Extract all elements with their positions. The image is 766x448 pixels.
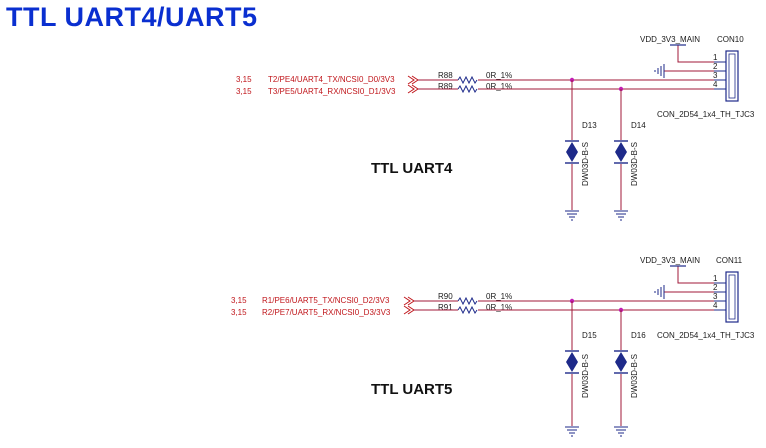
uart5-power-label: VDD_3V3_MAIN	[640, 256, 700, 265]
uart4-rx-sheet-ref: 3,15	[236, 87, 252, 96]
d16-value: DW03D-B-S	[630, 354, 639, 398]
r89-value: 0R_1%	[486, 82, 512, 91]
d15-ground-icon	[565, 426, 579, 437]
con11-pin-4: 4	[713, 301, 718, 310]
uart4-heading: TTL UART4	[371, 160, 453, 177]
d14-ground-icon	[614, 210, 628, 221]
con11-connector-icon	[714, 271, 739, 323]
d15-tvs-diode-icon	[565, 350, 579, 374]
uart5-heading: TTL UART5	[371, 381, 452, 398]
r89-ref: R89	[438, 82, 453, 91]
uart5-tx-net-label: R1/PE6/UART5_TX/NCSI0_D2/3V3	[262, 296, 390, 305]
con10-pin-3: 3	[713, 71, 718, 80]
con11-pin-2: 2	[713, 283, 718, 292]
con10-pin-1: 1	[713, 53, 718, 62]
r91-ref: R91	[438, 303, 453, 312]
con10-pin-4: 4	[713, 80, 718, 89]
uart5-power-wire	[677, 266, 714, 284]
page-title: TTL UART4/UART5	[6, 2, 258, 32]
uart5-chassis-ground-icon	[654, 285, 665, 299]
d15-value: DW03D-B-S	[581, 354, 590, 398]
con10-value: CON_2D54_1x4_TH_TJC3	[657, 110, 755, 119]
uart5-tx-offpage-icon	[403, 296, 415, 306]
uart4-power-label: VDD_3V3_MAIN	[640, 35, 700, 44]
r88-ref: R88	[438, 71, 453, 80]
uart5-rx-net-label: R2/PE7/UART5_RX/NCSI0_D3/3V3	[262, 308, 391, 317]
d14-ref: D14	[631, 121, 646, 130]
d13-ref: D13	[582, 121, 597, 130]
uart5-tx-sheet-ref: 3,15	[231, 296, 247, 305]
con11-value: CON_2D54_1x4_TH_TJC3	[657, 331, 755, 340]
uart4-tx-net-label: T2/PE4/UART4_TX/NCSI0_D0/3V3	[268, 75, 395, 84]
uart4-tx-sheet-ref: 3,15	[236, 75, 252, 84]
d13-tvs-diode-icon	[565, 140, 579, 164]
d13-value: DW03D-B-S	[581, 142, 590, 186]
d16-ground-icon	[614, 426, 628, 437]
r90-resistor-icon	[457, 296, 478, 306]
r90-ref: R90	[438, 292, 453, 301]
r88-value: 0R_1%	[486, 71, 512, 80]
d14-tvs-diode-icon	[614, 140, 628, 164]
d13-ground-icon	[565, 210, 579, 221]
d16-tvs-diode-icon	[614, 350, 628, 374]
con11-pin-1: 1	[713, 274, 718, 283]
r90-value: 0R_1%	[486, 292, 512, 301]
con11-pin-3: 3	[713, 292, 718, 301]
uart5-rx-sheet-ref: 3,15	[231, 308, 247, 317]
r88-resistor-icon	[457, 75, 478, 85]
uart4-power-wire	[677, 45, 714, 63]
d15-ref: D15	[582, 331, 597, 340]
con10-connector-icon	[714, 50, 739, 102]
uart4-rx-net-label: T3/PE5/UART4_RX/NCSI0_D1/3V3	[268, 87, 396, 96]
uart4-tx-offpage-icon	[407, 75, 419, 85]
d16-ref: D16	[631, 331, 646, 340]
r91-value: 0R_1%	[486, 303, 512, 312]
uart5-rx-offpage-icon	[403, 305, 415, 315]
r91-resistor-icon	[457, 305, 478, 315]
uart4-rx-offpage-icon	[407, 84, 419, 94]
con10-pin-2: 2	[713, 62, 718, 71]
r89-resistor-icon	[457, 84, 478, 94]
uart4-chassis-ground-icon	[654, 64, 665, 78]
con10-ref: CON10	[717, 35, 744, 44]
con11-ref: CON11	[716, 256, 743, 265]
d14-value: DW03D-B-S	[630, 142, 639, 186]
uart4-section: 3,15 T2/PE4/UART4_TX/NCSI0_D0/3V3 3,15 T…	[236, 35, 755, 221]
uart5-section: 3,15 R1/PE6/UART5_TX/NCSI0_D2/3V3 3,15 R…	[231, 256, 755, 437]
